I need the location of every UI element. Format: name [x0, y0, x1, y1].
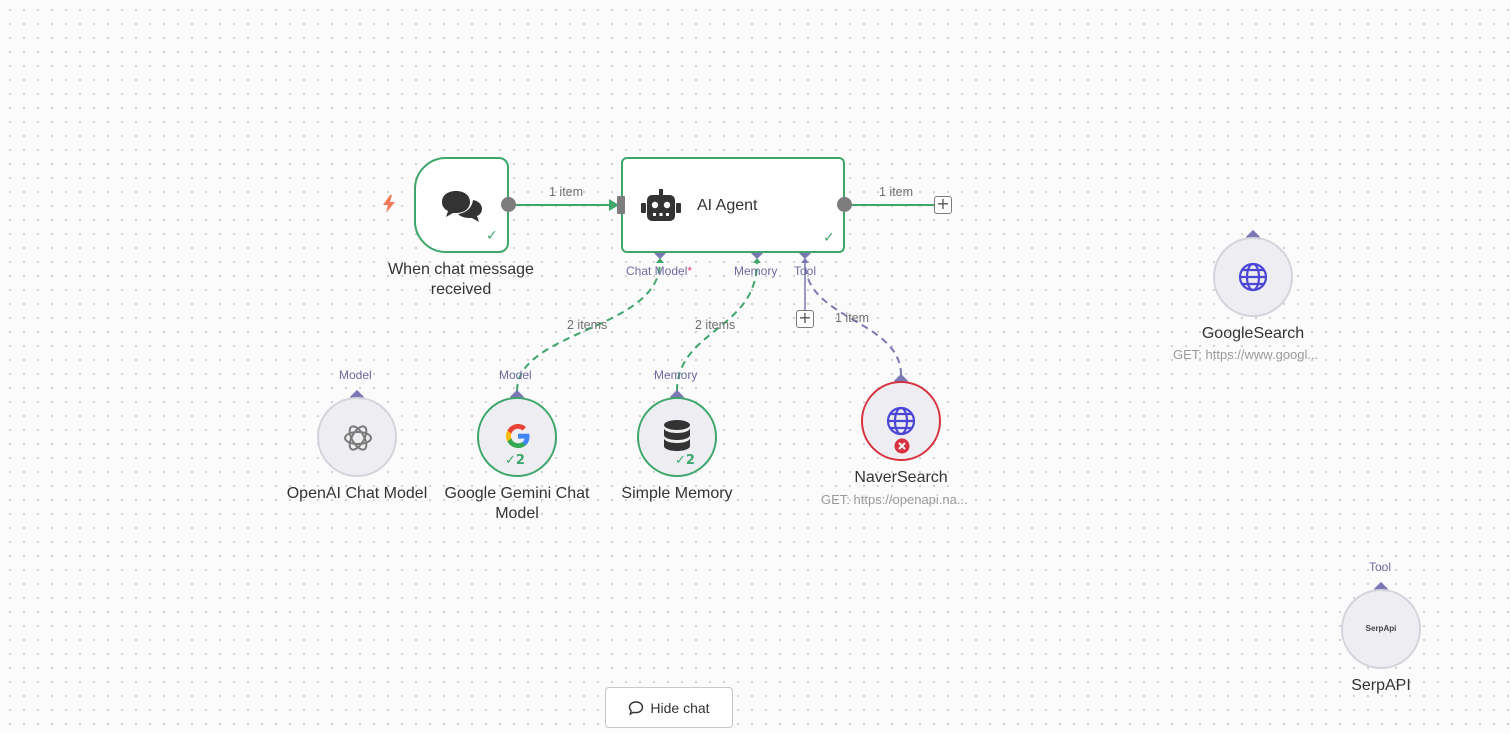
agent-input-handle[interactable]	[617, 196, 625, 214]
edge-gemini-agent[interactable]	[516, 261, 661, 392]
chat-icon	[629, 700, 644, 715]
required-mark: *	[687, 264, 693, 278]
google-search-subtitle: GET: https://www.googl...	[1173, 347, 1319, 362]
openai-icon	[344, 425, 372, 451]
hide-chat-label: Hide chat	[650, 699, 710, 716]
robot-icon	[641, 189, 681, 221]
serpapi-node[interactable]: SerpApi	[1341, 589, 1421, 669]
google-search-node[interactable]	[1213, 237, 1293, 317]
globe-icon	[1238, 262, 1268, 292]
edge-label-trigger-agent: 1 item	[549, 185, 584, 199]
chat-trigger-title: When chat message received	[388, 261, 534, 298]
gemini-title: Google Gemini Chat Model	[444, 485, 590, 522]
chat-bubbles-icon	[442, 191, 482, 222]
memory-run-badge: ✓2	[675, 453, 695, 468]
memory-title: Simple Memory	[621, 485, 733, 502]
add-output-button[interactable]: +	[934, 196, 952, 214]
openai-chat-model-node[interactable]	[317, 397, 397, 477]
edge-label-naver-agent: 1 item	[835, 311, 870, 325]
ai-agent-node[interactable]: AI Agent ✓	[621, 157, 845, 253]
gemini-run-badge: ✓2	[505, 453, 525, 468]
simple-memory-node[interactable]: ✓2	[637, 397, 717, 477]
check-icon: ✓	[486, 228, 498, 244]
edge-label-gemini-agent: 2 items	[567, 318, 608, 332]
hide-chat-button[interactable]: Hide chat	[605, 687, 733, 728]
memory-port-label: Memory	[654, 368, 698, 382]
gemini-port-label: Model	[499, 368, 532, 382]
chat-trigger-node[interactable]: ✓	[414, 157, 509, 253]
naver-title: NaverSearch	[854, 469, 948, 486]
serpapi-logo: SerpApi	[1365, 624, 1397, 633]
edge-label-agent-output: 1 item	[879, 185, 914, 199]
agent-output-handle[interactable]	[837, 197, 852, 212]
edge-naver-agent[interactable]	[804, 261, 902, 376]
serpapi-port-label: Tool	[1369, 560, 1392, 574]
trigger-output-handle[interactable]	[501, 197, 516, 212]
google-icon	[506, 424, 530, 448]
edge-memory-agent[interactable]	[676, 261, 758, 392]
port-label-chat-model-text: Chat Model	[626, 264, 688, 278]
google-search-title: GoogleSearch	[1201, 325, 1305, 342]
port-memory-arrow	[753, 258, 761, 263]
add-tool-button[interactable]: +	[796, 310, 814, 328]
port-tool-arrow	[801, 258, 809, 263]
globe-icon	[886, 406, 916, 436]
edge-label-memory-agent: 2 items	[695, 318, 736, 332]
lightning-icon	[383, 195, 395, 213]
gemini-chat-model-node[interactable]: ✓2	[477, 397, 557, 477]
edge-arrow-trigger-agent	[609, 199, 619, 211]
ai-agent-title: AI Agent	[697, 197, 758, 214]
error-icon	[894, 438, 910, 454]
database-icon	[664, 420, 690, 451]
port-label-memory: Memory	[734, 264, 778, 278]
memory-run-count: 2	[685, 453, 695, 468]
port-label-tool: Tool	[794, 264, 817, 278]
openai-title: OpenAI Chat Model	[286, 485, 428, 502]
naver-search-node[interactable]	[861, 381, 941, 461]
check-icon: ✓	[823, 230, 835, 246]
port-label-chat-model: Chat Model*	[626, 264, 692, 278]
naver-subtitle: GET: https://openapi.na...	[821, 492, 968, 507]
port-chat-model-arrow	[656, 258, 664, 263]
serpapi-title: SerpAPI	[1351, 677, 1411, 694]
openai-port-label: Model	[339, 368, 372, 382]
gemini-run-count: 2	[515, 453, 525, 468]
